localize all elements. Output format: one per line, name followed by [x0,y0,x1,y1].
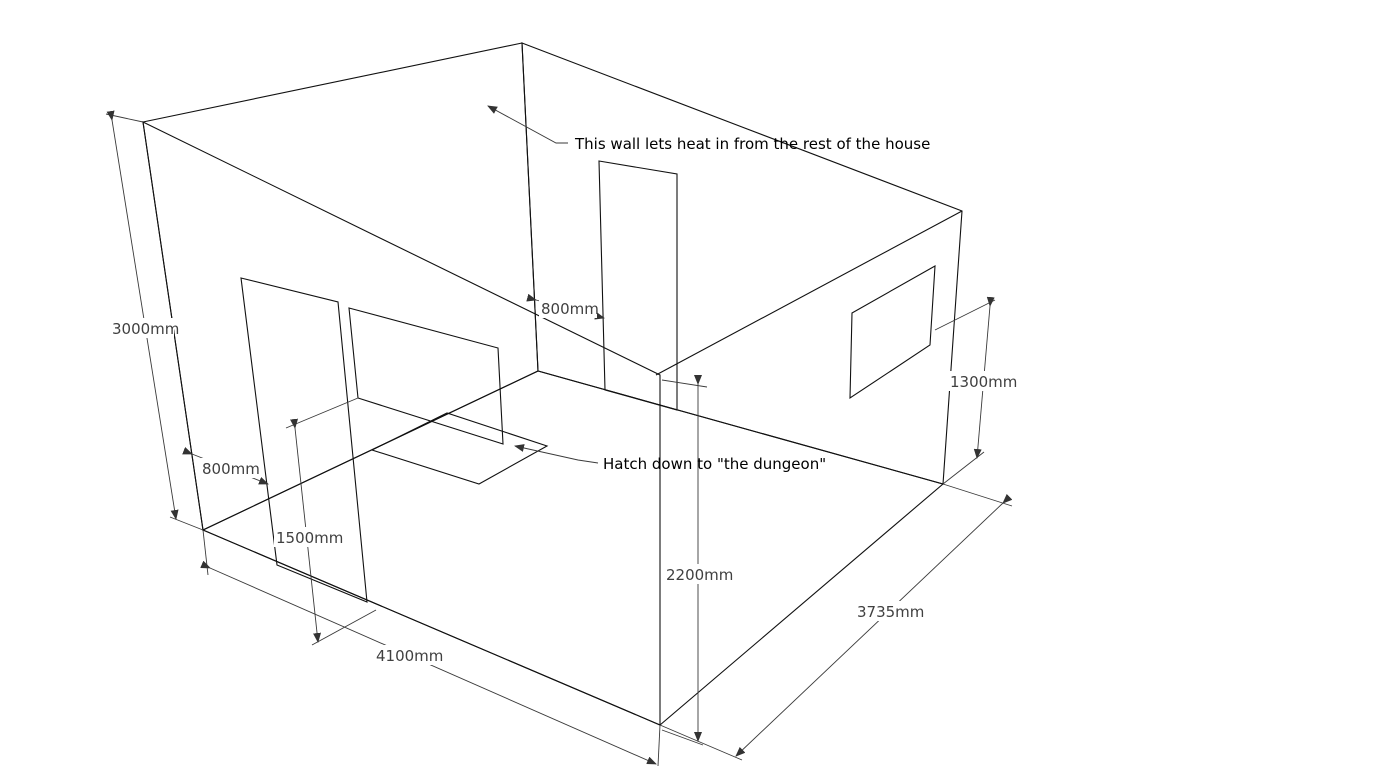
label-bg-right-sill [948,371,1016,391]
right-wall-window [849,265,936,400]
dim-label-door-back-gap: 800mm [541,300,599,318]
label-bg-width [855,601,923,621]
note-heat-wall: This wall lets heat in from the rest of … [574,135,930,153]
doorway-opening [598,160,678,411]
label-bg-sill [274,527,340,547]
floor-hatch [370,412,549,485]
dim-label-length: 4100mm [376,647,443,665]
dim-width-ext-bottom [659,724,743,761]
dim-label-door-height: 2200mm [666,566,733,584]
dimension-labels: 3000mm 800mm 1500mm 4100mm 800mm 2200mm … [110,298,1017,665]
dim-sill-ext-top [285,397,359,429]
label-bg-door-height [664,564,732,584]
dim-right-sill-ext-bottom [942,451,985,485]
dimension-lines [105,110,1013,766]
floor [201,370,945,726]
dim-door-height-ext-bottom [661,729,704,746]
dim-label-wall-height: 3000mm [112,320,179,338]
annotations: This wall lets heat in from the rest of … [574,135,930,473]
right-wall [521,42,963,485]
dim-right-sill-ext-top [934,299,996,331]
label-bg-wall-height [110,318,174,338]
dim-wall-height-ext-bottom [169,516,204,531]
label-bg-door-back-gap [539,298,597,318]
left-door-outline [240,277,368,603]
dim-label-door-left-gap: 800mm [202,460,260,478]
label-bg-door-left-gap [200,458,258,478]
dim-label-right-sill: 1300mm [950,373,1017,391]
right-wall-top-edge [655,210,963,376]
leader-lines [487,105,599,464]
dim-door-height-ext-top [661,379,708,388]
dim-length-ext-right [657,724,661,766]
dim-label-width: 3735mm [857,603,924,621]
dim-length-line [200,560,657,765]
dim-width-line [735,493,1013,757]
dim-label-sill-height: 1500mm [276,529,343,547]
back-wall-window [348,307,504,445]
cutaway-face [142,121,661,726]
heat-wall-leader [487,105,568,144]
dim-sill-ext-bottom [311,609,377,646]
right-wall-openings [598,160,936,411]
note-hatch: Hatch down to "the dungeon" [603,455,826,473]
hatch-leader [514,444,599,464]
dim-wall-height-ext-top [105,113,144,123]
back-wall-openings [240,277,504,603]
label-bg-length [374,645,440,665]
dim-width-ext-top [942,483,1013,507]
dim-length-ext-left [202,529,209,576]
